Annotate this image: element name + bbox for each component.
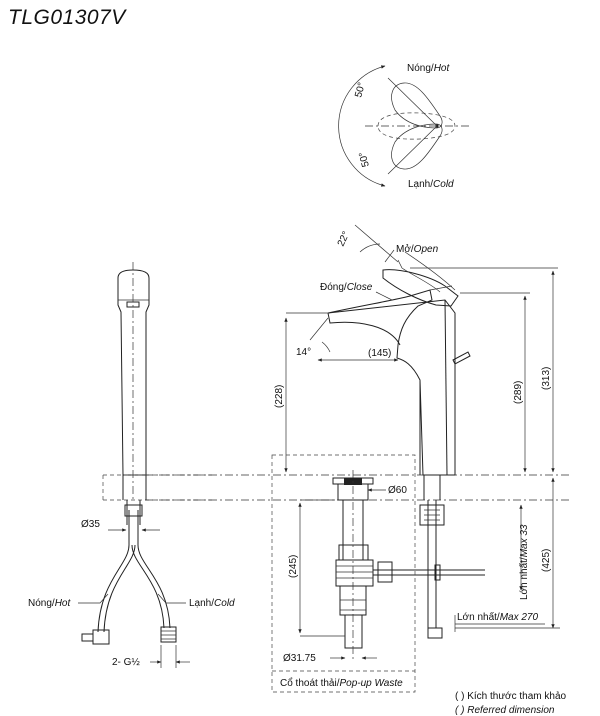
front-view: Ø35 Nóng/Hot Lạnh/Cold 2- G½ <box>28 262 235 668</box>
popup-waste: (245) Ø31.75 Cổ thoát thải/Pop-up Waste <box>271 454 416 693</box>
open-label: Mở/Open <box>396 243 439 255</box>
note-vi: ( ) Kích thước tham khảo <box>455 691 567 702</box>
angle-14: 14° <box>296 347 311 358</box>
hot-label-side: Nóng/Hot <box>28 598 71 609</box>
thread-label: 2- G½ <box>112 657 140 668</box>
max33-label: Lớn nhất/Max 33 <box>518 524 530 600</box>
cold-label-side: Lạnh/Cold <box>189 598 235 609</box>
dim-145: (145) <box>368 348 391 359</box>
note-en: ( ) Referred dimension <box>455 705 555 716</box>
dim-245: (245) <box>288 555 299 578</box>
dim-313: (313) <box>541 367 552 390</box>
max270-label: Lớn nhất/Max 270 <box>457 611 538 623</box>
dim-289: (289) <box>513 381 524 404</box>
dim-228: (228) <box>274 385 285 408</box>
waste-label: Cổ thoát thải/Pop-up Waste <box>280 677 403 689</box>
angle-50-top: 50° <box>353 81 368 98</box>
cold-label-top: Lạnh/Cold <box>408 179 454 190</box>
dim-425: (425) <box>541 549 552 572</box>
dim-d60: Ø60 <box>388 485 407 496</box>
side-view: 22° Mở/Open Đóng/Close 14° (145) (228) (… <box>145 224 570 639</box>
top-view: Nóng/Hot Lạnh/Cold 50° 50° <box>338 63 470 190</box>
angle-50-bottom: 50° <box>357 151 372 168</box>
dim-d35: Ø35 <box>81 519 100 530</box>
dim-d3175: Ø31.75 <box>283 653 316 664</box>
close-label: Đóng/Close <box>320 282 373 293</box>
model-number: TLG01307V <box>8 6 126 29</box>
hot-label-top: Nóng/Hot <box>407 63 450 74</box>
angle-22: 22° <box>336 230 352 248</box>
